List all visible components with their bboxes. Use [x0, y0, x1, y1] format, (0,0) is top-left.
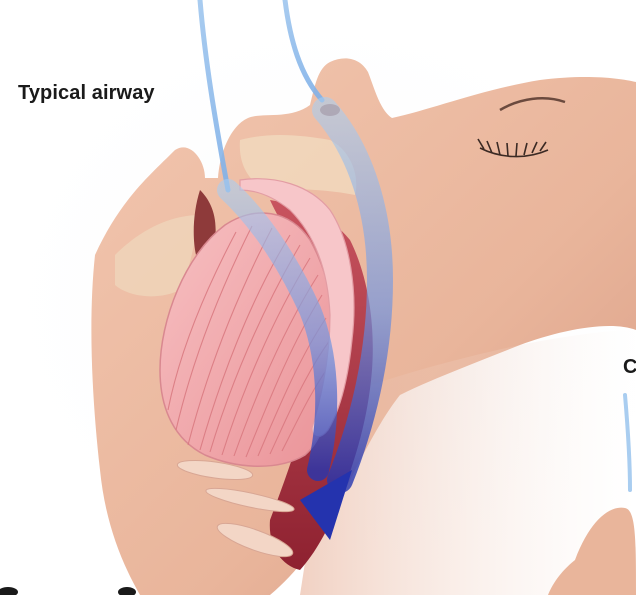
cropped-airway-label: C	[623, 356, 636, 379]
typical-airway-label: Typical airway	[18, 82, 155, 105]
cropped-shape-left	[0, 587, 18, 595]
cropped-shape-mid	[118, 587, 136, 595]
